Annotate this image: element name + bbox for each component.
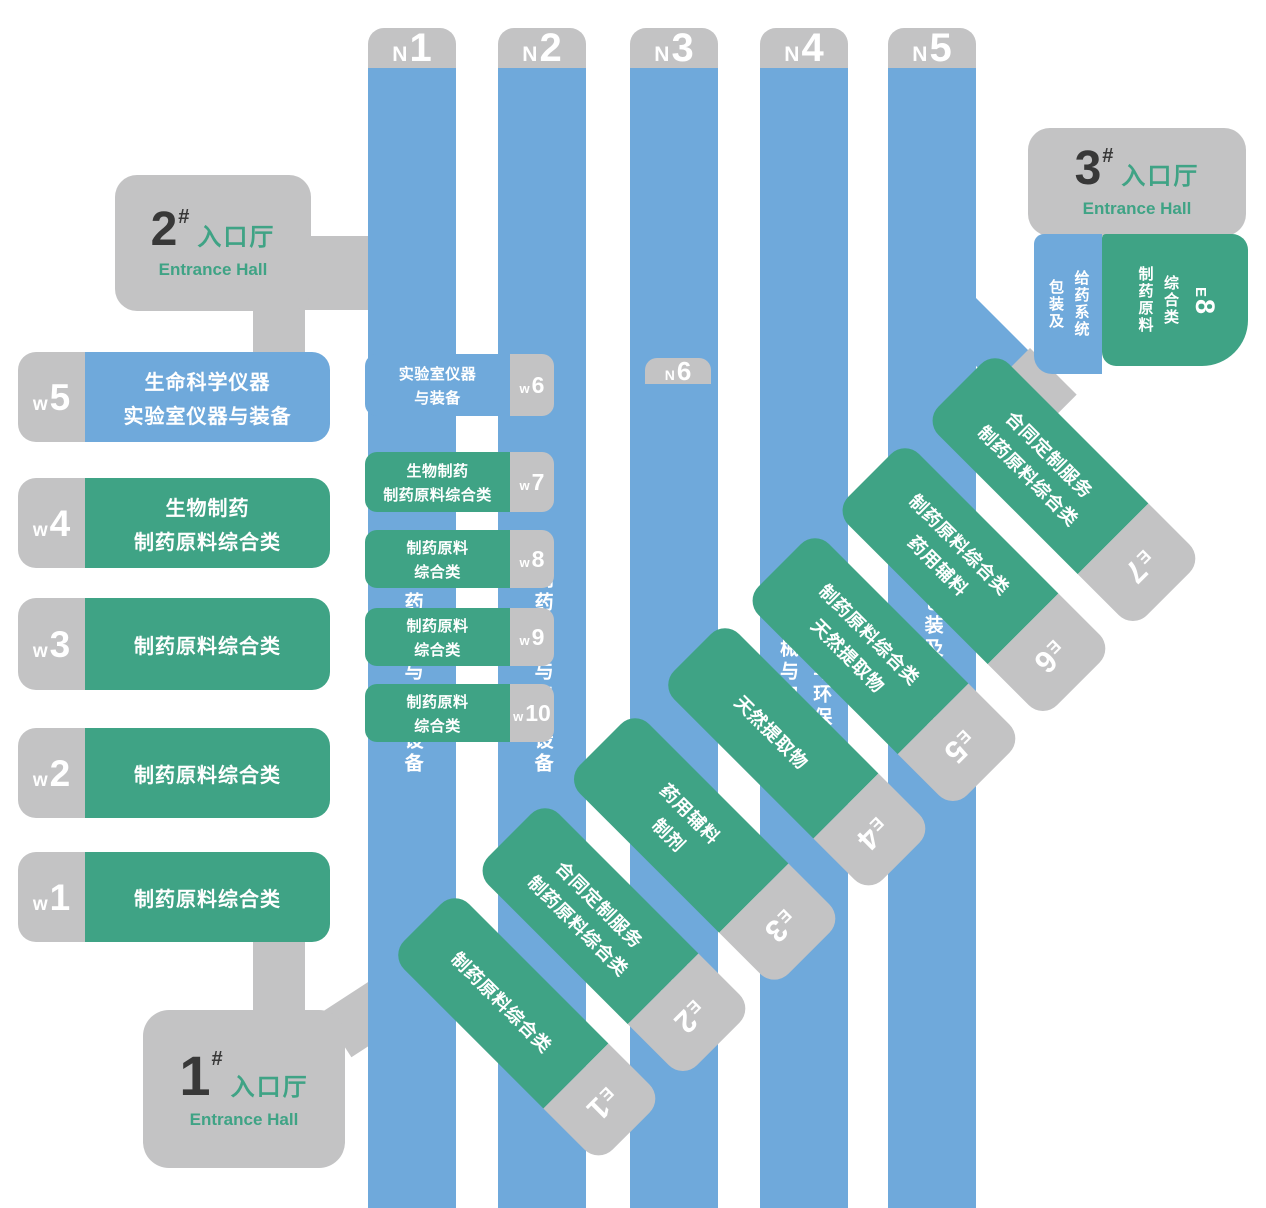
entrance-3-label-en: Entrance Hall — [1082, 199, 1192, 218]
hall-e8-strip-text: 包装及给药系统 — [1043, 270, 1094, 338]
entrance-3-hash: # — [1102, 145, 1114, 167]
hall-text-line: 与装备 — [414, 389, 461, 407]
hall-text-line: 给药系统 — [1072, 270, 1090, 338]
hall-w3-text: 制药原料综合类 — [85, 598, 330, 690]
hall-text-line: 生物制药 — [165, 497, 250, 520]
entrance-2-label-cn: 入口厅 — [197, 224, 276, 251]
hall-text-line: 制药原料综合类 — [383, 486, 492, 504]
hall-w6-text: 实验室仪器与装备 — [365, 354, 510, 416]
entrance-hall-3[interactable]: 3# 入口厅 Entrance Hall — [1028, 128, 1246, 236]
hall-w4-text: 生物制药制药原料综合类 — [85, 478, 330, 568]
hall-w1-text: 制药原料综合类 — [85, 852, 330, 942]
entrance-3-label-cn: 入口厅 — [1121, 163, 1200, 190]
entrance-2-title: 2# 入口厅 — [151, 206, 276, 254]
hall-text-line: 综合类 — [414, 641, 461, 659]
hall-text-line: 制药原料综合类 — [134, 764, 281, 787]
hall-n3[interactable]: N3 制药机械与包装设备生物工程 — [630, 28, 718, 1208]
hall-text-line: 制药原料 — [406, 617, 469, 635]
hall-e8-packaging-strip[interactable]: 包装及给药系统 — [1034, 234, 1102, 374]
hall-text-line: 包装及 — [1047, 278, 1064, 330]
hall-w2-text: 制药原料综合类 — [85, 728, 330, 818]
entrance-1-label-cn: 入口厅 — [230, 1074, 309, 1101]
hall-text-line: 制药原料综合类 — [134, 531, 281, 554]
connector-entrance2-w5 — [253, 304, 305, 356]
entrance-hall-1[interactable]: 1# 入口厅 Entrance Hall — [143, 1010, 345, 1168]
hall-w10-text: 制药原料综合类 — [365, 684, 510, 742]
entrance-3-title: 3# 入口厅 — [1075, 145, 1200, 193]
hall-text-line: 制药原料综合类 — [134, 888, 281, 911]
hall-text-line: 制药原料 — [406, 693, 469, 711]
hall-text-line: 综合类 — [414, 717, 461, 735]
hall-n4[interactable]: N4 制药机械与包装设备洁净与环保 — [760, 28, 848, 1208]
entrance-1-label-en: Entrance Hall — [189, 1110, 299, 1129]
entrance-hall-2[interactable]: 2# 入口厅 Entrance Hall — [115, 175, 311, 311]
hall-text-line: 综合类 — [414, 563, 461, 581]
entrance-3-number: 3 — [1074, 142, 1102, 195]
hall-w7-text: 生物制药制药原料综合类 — [365, 452, 510, 512]
hall-w5-text: 生命科学仪器实验室仪器与装备 — [85, 352, 330, 442]
connector-entrance2-n1 — [305, 236, 375, 310]
hall-text-line: 实验室仪器 — [398, 365, 477, 383]
entrance-1-hash: # — [211, 1048, 223, 1070]
hall-n6[interactable]: N6 制药工程综合馆 — [645, 358, 711, 1208]
hall-text-line: 天然提取物 — [730, 692, 812, 774]
entrance-1-number: 1 — [179, 1044, 211, 1107]
entrance-1-title: 1# 入口厅 — [179, 1048, 308, 1104]
hall-w8-text: 制药原料综合类 — [365, 530, 510, 588]
hall-text-line: 生命科学仪器 — [144, 371, 271, 394]
hall-e8-text: 制药原料综合类 — [1132, 266, 1183, 334]
hall-text-line: 制药原料 — [1136, 266, 1154, 334]
hall-text-line: 制药原料 — [406, 539, 469, 557]
hall-text-line: 综合类 — [1161, 274, 1179, 326]
hall-w9-text: 制药原料综合类 — [365, 608, 510, 666]
hall-text-line: 实验室仪器与装备 — [123, 405, 292, 428]
entrance-2-number: 2 — [150, 203, 178, 256]
entrance-2-hash: # — [178, 206, 190, 228]
connector-w1-entrance1 — [253, 938, 305, 1014]
hall-text-line: 制药原料综合类 — [134, 635, 281, 658]
entrance-2-label-en: Entrance Hall — [158, 260, 268, 279]
hall-text-line: 生物制药 — [406, 462, 469, 480]
